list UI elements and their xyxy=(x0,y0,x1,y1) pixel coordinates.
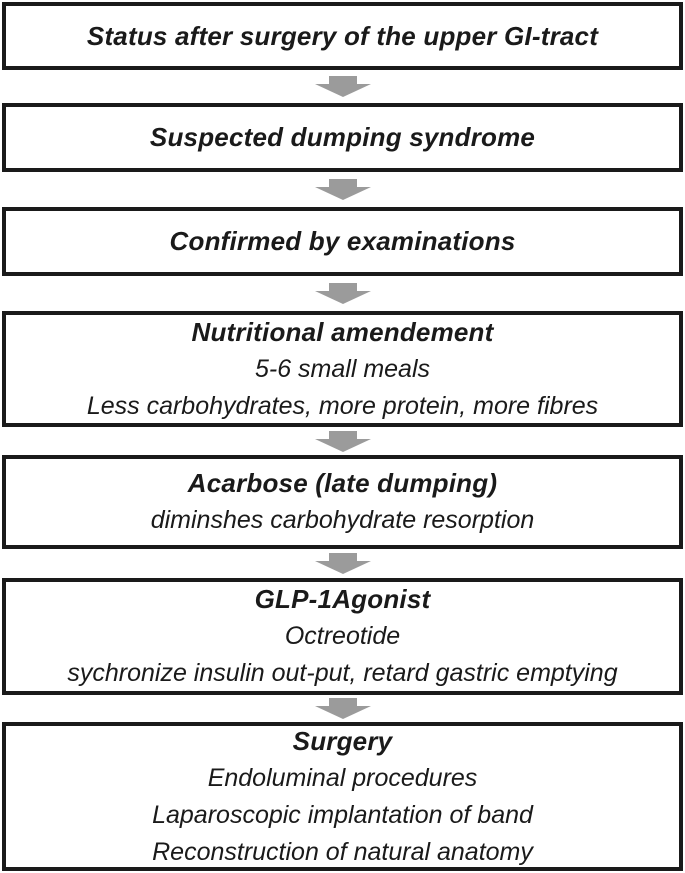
box-title: GLP-1Agonist xyxy=(254,584,431,614)
box-title: Suspected dumping syndrome xyxy=(149,122,536,152)
box-line: Endoluminal procedures xyxy=(207,763,478,792)
flow-box-confirmed-examinations: Confirmed by examinations xyxy=(2,207,683,276)
down-arrow-icon xyxy=(314,76,371,97)
box-line: diminshes carbohydrate resorption xyxy=(150,506,535,534)
box-line: Reconstruction of natural anatomy xyxy=(152,837,533,866)
down-arrow-icon xyxy=(314,430,371,452)
down-arrow-icon xyxy=(314,553,371,574)
box-title: Confirmed by examinations xyxy=(169,226,516,256)
flow-box-status-after-surgery: Status after surgery of the upper GI-tra… xyxy=(2,2,683,70)
flow-box-nutritional-amendement: Nutritional amendement 5-6 small meals L… xyxy=(2,311,683,427)
flow-box-surgery: Surgery Endoluminal procedures Laparosco… xyxy=(2,722,683,871)
down-arrow-icon xyxy=(314,283,371,304)
box-line: Laparoscopic implantation of band xyxy=(152,800,533,829)
flow-box-suspected-dumping: Suspected dumping syndrome xyxy=(2,103,683,172)
box-title: Nutritional amendement xyxy=(191,316,494,347)
arrow-row xyxy=(0,276,685,311)
box-title: Acarbose (late dumping) xyxy=(187,468,498,498)
arrow-row xyxy=(0,427,685,455)
down-arrow-icon xyxy=(314,698,371,719)
flow-box-glp1-agonist: GLP-1Agonist Octreotide sychronize insul… xyxy=(2,578,683,695)
box-line: Less carbohydrates, more protein, more f… xyxy=(86,391,599,420)
box-line: Octreotide xyxy=(284,622,401,650)
flow-box-acarbose: Acarbose (late dumping) diminshes carboh… xyxy=(2,455,683,549)
arrow-row xyxy=(0,70,685,103)
arrow-row xyxy=(0,172,685,207)
box-line: 5-6 small meals xyxy=(254,354,431,383)
box-title: Status after surgery of the upper GI-tra… xyxy=(86,20,599,51)
arrow-row xyxy=(0,549,685,578)
arrow-row xyxy=(0,695,685,722)
box-line: sychronize insulin out-put, retard gastr… xyxy=(67,659,618,687)
down-arrow-icon xyxy=(314,179,371,200)
box-title: Surgery xyxy=(292,725,393,756)
